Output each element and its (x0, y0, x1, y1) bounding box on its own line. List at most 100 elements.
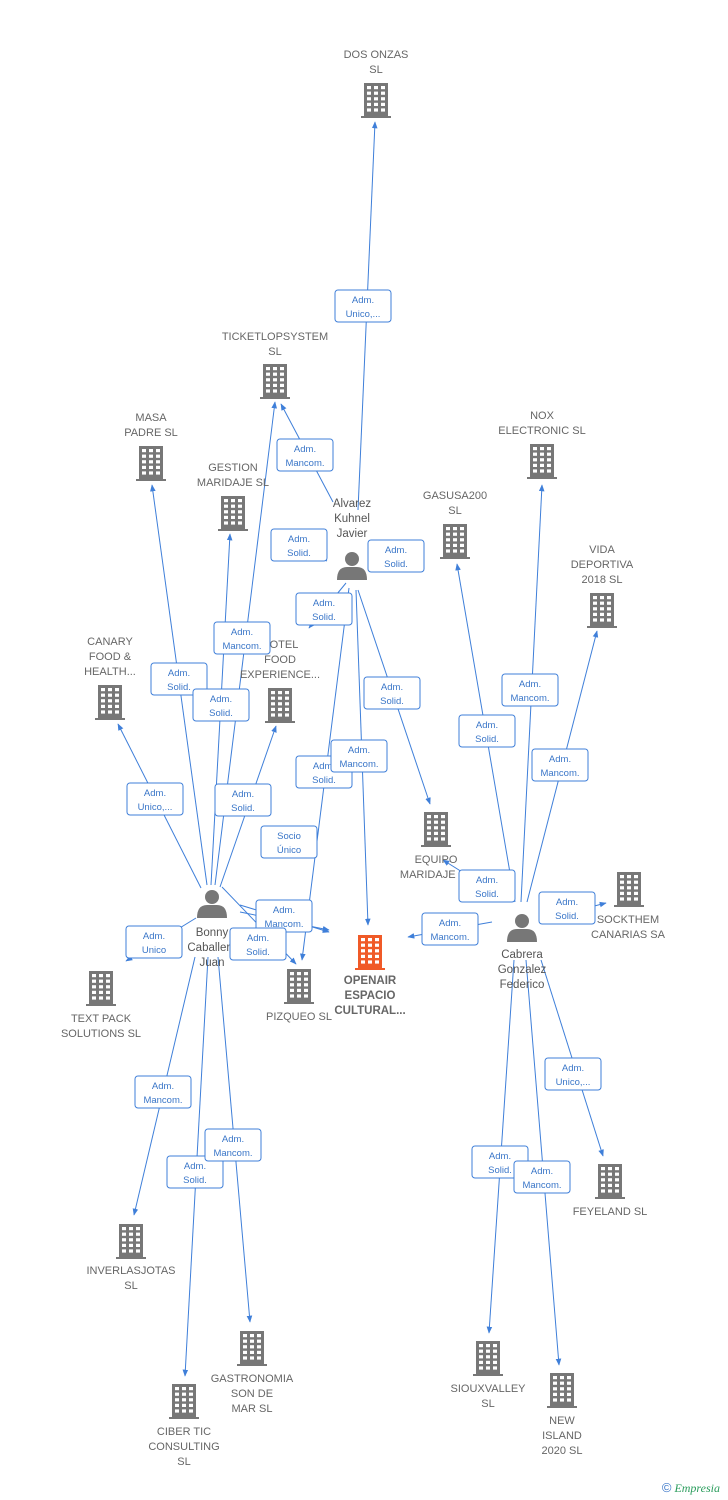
relation-box (330, 739, 388, 773)
company-label-ciber_tic-line-3: SL (177, 1456, 190, 1468)
company-label-dos_onzas-line-1: DOS ONZAS (344, 49, 409, 61)
relation-box (150, 662, 208, 696)
relation-label-bonny-text_pack[interactable]: Adm.Unico (125, 925, 183, 959)
relation-label-alvarez-gasusa200[interactable]: Adm.Solid. (367, 539, 425, 573)
relation-text-line-1: Adm. (476, 875, 498, 886)
relation-text-line-1: Adm. (144, 788, 166, 799)
relation-label-alvarez-gestion_maridaje[interactable]: Adm.Solid. (270, 528, 328, 562)
relation-label-cabrera-new_island[interactable]: Adm.Mancom. (513, 1160, 571, 1194)
building-icon (473, 1341, 503, 1376)
relation-box (126, 782, 184, 816)
relation-label-cabrera-feyeland[interactable]: Adm. Unico,... (544, 1057, 602, 1091)
company-label-pizqueo-line-1: PIZQUEO SL (266, 1011, 332, 1023)
relation-label-cabrera-gasusa200[interactable]: Adm.Solid. (458, 714, 516, 748)
person-label-cabrera-line-2: Gonzalez (498, 964, 547, 976)
relation-label-alvarez-ticketlopsystem[interactable]: Adm.Mancom. (276, 438, 334, 472)
building-icon (86, 971, 116, 1006)
relation-label-alvarez-hotel_food[interactable]: Adm.Solid. (295, 592, 353, 626)
building-icon (355, 935, 385, 970)
relation-box (276, 438, 334, 472)
relation-labels-layer: Adm.Unico,...Adm.Mancom.Adm.Solid.Adm.So… (125, 289, 602, 1194)
company-label-openair-line-3: CULTURAL... (334, 1005, 405, 1017)
relation-text-line-2: Solid. (488, 1165, 512, 1176)
relation-text-line-1: Adm. (288, 534, 310, 545)
building-icon (265, 688, 295, 723)
relation-text-line-2: Solid. (475, 734, 499, 745)
company-node-feyeland[interactable]: FEYELAND SL (573, 1164, 648, 1218)
relation-text-line-2: Solid. (475, 889, 499, 900)
company-node-hotel_food[interactable]: HOTELFOODEXPERIENCE... (240, 639, 320, 723)
company-label-text_pack-line-1: TEXT PACK (71, 1013, 132, 1025)
relation-text-line-1: Adm. (562, 1063, 584, 1074)
relation-box (458, 714, 516, 748)
relation-label-cabrera-openair[interactable]: Adm.Mancom. (421, 912, 479, 946)
relation-label-cabrera-vida_deportiva[interactable]: Adm.Mancom. (531, 748, 589, 782)
company-label-inverlasjotas-line-2: SL (124, 1280, 137, 1292)
relation-label-bonny-masa_padre[interactable]: Adm.Solid. (150, 662, 208, 696)
relation-label-alvarez-equipo_maridaje[interactable]: Adm.Solid. (363, 676, 421, 710)
relation-label-alvarez-openair[interactable]: Adm.Mancom. (330, 739, 388, 773)
company-label-new_island-line-1: NEW (549, 1415, 575, 1427)
company-node-openair[interactable]: OPENAIRESPACIOCULTURAL... (334, 935, 406, 1017)
relation-label-cabrera-equipo_maridaje[interactable]: Adm. Solid. (458, 869, 516, 903)
relation-label-bonny-openair[interactable]: Adm. Solid. (229, 927, 287, 961)
company-node-pizqueo[interactable]: PIZQUEO SL (266, 969, 332, 1023)
company-label-vida_deportiva-line-3: 2018 SL (582, 574, 623, 586)
relation-label-bonny-openair[interactable]: Adm.Mancom. (255, 899, 313, 933)
relation-label-cabrera-nox_electronic[interactable]: Adm.Mancom. (501, 673, 559, 707)
relation-text-line-2: Solid. (246, 947, 270, 958)
person-label-alvarez-line-2: Kuhnel (334, 513, 370, 525)
relation-label-alvarez-dos_onzas[interactable]: Adm.Unico,... (334, 289, 392, 323)
company-label-equipo_maridaje-line-1: EQUIPO (415, 854, 458, 866)
relation-text-line-1: Adm. (439, 918, 461, 929)
relation-text-line-2: Mancom. (264, 919, 303, 930)
company-label-feyeland-line-1: FEYELAND SL (573, 1206, 648, 1218)
company-label-hotel_food-line-1: HOTEL (262, 639, 299, 651)
relation-box (538, 891, 596, 925)
relation-text-line-1: Adm. (222, 1134, 244, 1145)
company-label-vida_deportiva-line-2: DEPORTIVA (571, 559, 634, 571)
person-label-bonny-line-1: Bonny (196, 927, 229, 939)
relation-label-bonny-inverlasjotas[interactable]: Adm.Mancom. (134, 1075, 192, 1109)
relation-label-bonny-ticketlopsystem[interactable]: Adm.Mancom. (213, 621, 271, 655)
relation-label-bonny-canary_food[interactable]: Adm.Unico,... (126, 782, 184, 816)
relation-label-bonny-ciber_tic[interactable]: Adm.Solid. (166, 1155, 224, 1189)
relation-label-bonny-gastronomia[interactable]: Adm.Mancom. (204, 1128, 262, 1162)
company-label-ciber_tic-line-1: CIBER TIC (157, 1426, 211, 1438)
relation-text-line-1: Adm. (294, 444, 316, 455)
company-label-gasusa200-line-1: GASUSA200 (423, 490, 487, 502)
relation-box (544, 1057, 602, 1091)
relation-text-line-1: Adm. (247, 933, 269, 944)
relation-text-line-2: Solid. (384, 559, 408, 570)
relation-label-bonny-hotel_food[interactable]: Adm.Solid. (214, 783, 272, 817)
relation-text-line-1: Adm. (313, 598, 335, 609)
relation-text-line-2: Mancom. (540, 768, 579, 779)
person-icon (507, 914, 537, 942)
relation-text-line-2: Unico,... (556, 1077, 591, 1088)
relation-text-line-1: Adm. (184, 1161, 206, 1172)
relation-text-line-1: Adm. (531, 1166, 553, 1177)
relation-label-cabrera-sockthem[interactable]: Adm.Solid. (538, 891, 596, 925)
relation-box (458, 869, 516, 903)
relation-label-bonny-gestion_maridaje[interactable]: Adm.Solid. (192, 688, 250, 722)
